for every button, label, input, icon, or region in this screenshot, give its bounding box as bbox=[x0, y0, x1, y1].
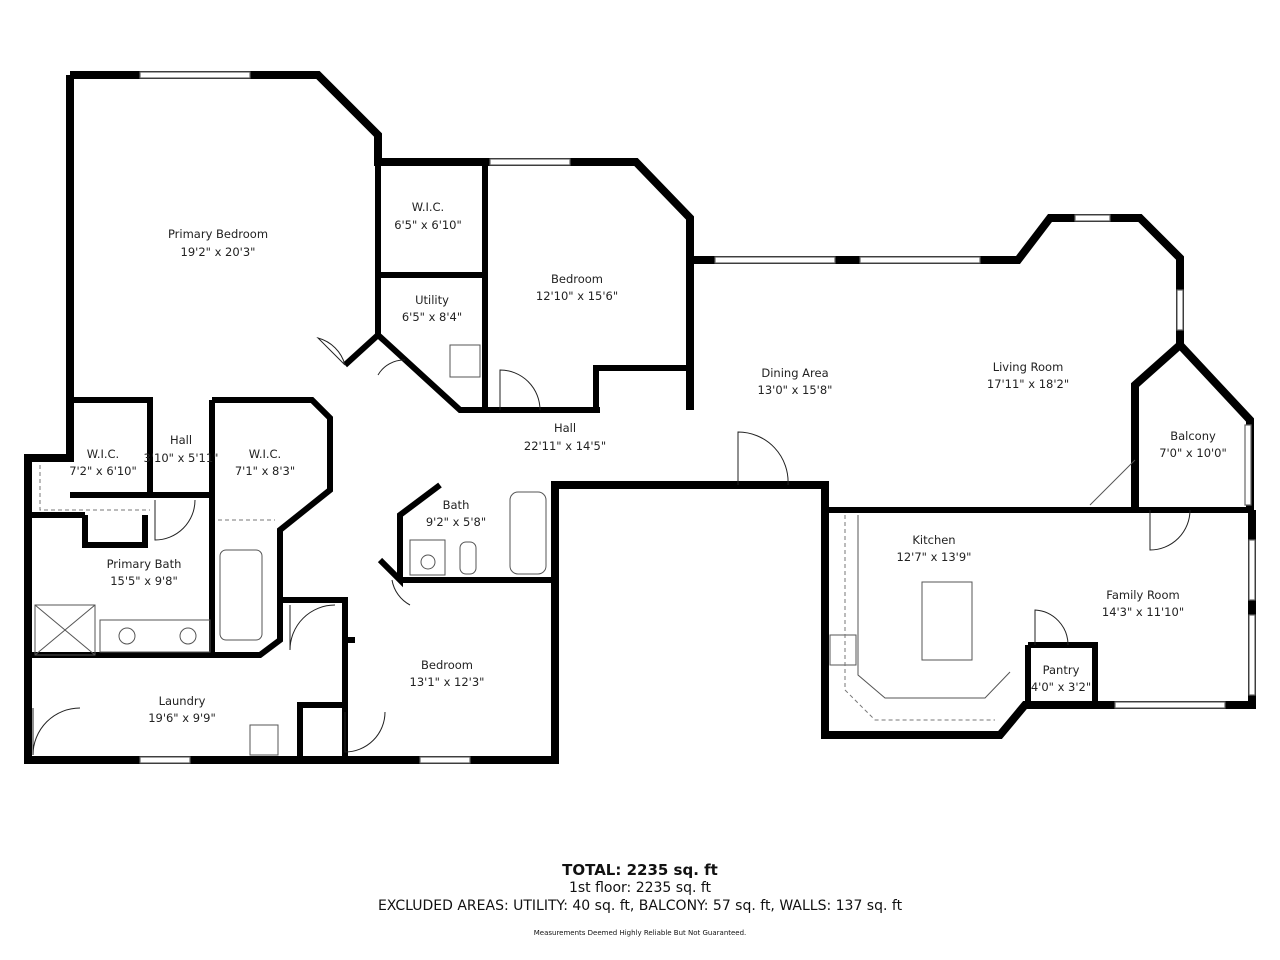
room-size: 9'2" x 5'8" bbox=[426, 515, 486, 529]
room-name: Dining Area bbox=[761, 366, 828, 380]
excluded-areas: EXCLUDED AREAS: UTILITY: 40 sq. ft, BALC… bbox=[377, 898, 903, 914]
room-size: 3'10" x 5'11" bbox=[144, 451, 219, 465]
exterior-wall bbox=[690, 214, 1184, 510]
room-name: Living Room bbox=[993, 360, 1064, 374]
balcony-wall bbox=[1177, 342, 1254, 510]
room-size: 14'3" x 11'10" bbox=[1102, 605, 1184, 619]
room-size: 13'0" x 15'8" bbox=[758, 383, 833, 397]
exterior-wall bbox=[24, 75, 1256, 764]
room-name: Hall bbox=[554, 421, 576, 435]
room-size: 22'11" x 14'5" bbox=[524, 439, 606, 453]
room-name: Bedroom bbox=[421, 658, 473, 672]
room-name: Utility bbox=[415, 293, 449, 307]
windows bbox=[139, 71, 1256, 764]
room-name: Primary Bath bbox=[107, 557, 182, 571]
room-name: Hall bbox=[170, 433, 192, 447]
room-name: Laundry bbox=[159, 694, 206, 708]
room-size: 17'11" x 18'2" bbox=[987, 377, 1069, 391]
room-size: 19'6" x 9'9" bbox=[148, 711, 216, 725]
doors bbox=[32, 337, 1191, 756]
fixtures bbox=[34, 344, 1136, 756]
room-size: 19'2" x 20'3" bbox=[181, 245, 256, 259]
room-size: 4'0" x 3'2" bbox=[1031, 680, 1091, 694]
room-name: Pantry bbox=[1043, 663, 1080, 677]
room-name: W.I.C. bbox=[412, 200, 444, 214]
disclaimer: Measurements Deemed Highly Reliable But … bbox=[533, 929, 747, 937]
room-labels: Primary Bedroom 19'2" x 20'3" W.I.C. 6'5… bbox=[69, 200, 1227, 725]
interior-walls bbox=[28, 162, 1098, 760]
room-name: Bedroom bbox=[551, 272, 603, 286]
room-name: W.I.C. bbox=[249, 447, 281, 461]
room-size: 7'0" x 10'0" bbox=[1159, 446, 1227, 460]
room-name: Kitchen bbox=[912, 533, 955, 547]
room-name: Family Room bbox=[1106, 588, 1179, 602]
room-size: 6'5" x 6'10" bbox=[394, 218, 462, 232]
room-size: 6'5" x 8'4" bbox=[402, 310, 462, 324]
room-size: 7'1" x 8'3" bbox=[235, 464, 295, 478]
room-name: Bath bbox=[443, 498, 470, 512]
room-size: 12'7" x 13'9" bbox=[897, 550, 972, 564]
room-size: 13'1" x 12'3" bbox=[410, 675, 485, 689]
room-name: Balcony bbox=[1170, 429, 1216, 443]
floor-area: 1st floor: 2235 sq. ft bbox=[568, 880, 712, 896]
room-name: W.I.C. bbox=[87, 447, 119, 461]
room-size: 7'2" x 6'10" bbox=[69, 464, 137, 478]
total-area: TOTAL: 2235 sq. ft bbox=[562, 861, 718, 879]
room-size: 15'5" x 9'8" bbox=[110, 574, 178, 588]
room-size: 12'10" x 15'6" bbox=[536, 289, 618, 303]
room-name: Primary Bedroom bbox=[168, 227, 268, 241]
